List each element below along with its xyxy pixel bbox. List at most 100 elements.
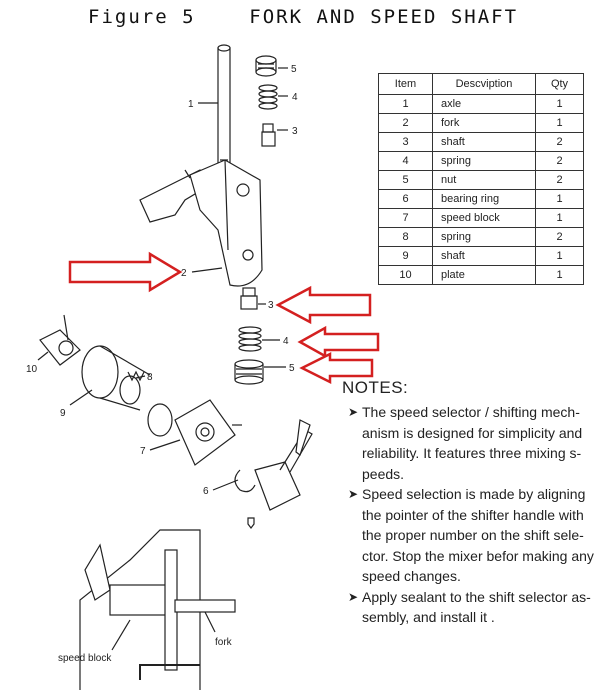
nut-part-top — [255, 55, 277, 77]
item-cell: 9 — [378, 246, 433, 266]
bearing-ring-part — [234, 469, 256, 493]
shaft-part-lower — [240, 287, 258, 310]
note-line: the pointer of the shifter handle with — [362, 506, 584, 523]
qty-cell: 2 — [535, 170, 584, 190]
callout-6: 6 — [203, 486, 209, 497]
note-line: The speed selector / shifting mech- — [362, 404, 580, 420]
item-cell: 6 — [378, 189, 433, 209]
qty-cell: 1 — [535, 189, 584, 209]
description-cell: nut — [432, 170, 536, 190]
callout-10: 10 — [26, 364, 38, 375]
note-line: peeds. — [362, 465, 405, 482]
axle-part — [217, 44, 231, 179]
label-speed-block: speed block — [58, 653, 112, 664]
header-item: Item — [378, 73, 433, 95]
arrow-bullet-icon: ➤ — [348, 405, 359, 419]
note-line: Speed selection is made by aligning — [362, 486, 586, 502]
shifter-handle-part — [254, 419, 313, 511]
qty-cell: 1 — [535, 208, 584, 228]
note-line: sembly, and install it . — [362, 609, 495, 625]
note-item: ➤Speed selection is made by aligning the … — [342, 484, 600, 587]
qty-cell: 1 — [535, 265, 584, 285]
shaft-part-left — [81, 345, 151, 411]
spring-part-lower — [238, 326, 262, 352]
description-cell: spring — [432, 227, 536, 247]
description-cell: bearing ring — [432, 189, 536, 209]
callout-4-lower: 4 — [283, 336, 289, 347]
callout-3-lower: 3 — [268, 300, 274, 311]
note-item: ➤Apply sealant to the shift selector as-… — [342, 587, 600, 628]
callout-3: 3 — [292, 126, 298, 137]
plate-part — [39, 314, 81, 366]
callout-5: 5 — [291, 64, 297, 75]
qty-cell: 1 — [535, 94, 584, 114]
notes-title: NOTES: — [342, 378, 409, 397]
note-line: reliability. It features three mixing s- — [362, 445, 582, 461]
shaft-part-top — [261, 123, 276, 147]
red-arrow-nut — [299, 351, 374, 385]
cross-section-inset — [79, 529, 236, 690]
item-cell: 10 — [378, 265, 433, 285]
fork-part — [139, 159, 263, 287]
callout-4: 4 — [292, 92, 298, 103]
nut-part-lower — [234, 359, 264, 385]
description-cell: plate — [432, 265, 536, 285]
note-line: ctor. Stop the mixer befor making any — [362, 547, 594, 564]
description-cell: axle — [432, 94, 536, 114]
callout-2: 2 — [181, 268, 187, 279]
callout-9: 9 — [60, 408, 66, 419]
qty-cell: 2 — [535, 227, 584, 247]
callout-7: 7 — [140, 446, 146, 457]
note-line: the proper number on the shift sele- — [362, 527, 584, 543]
red-arrow-spring — [297, 325, 380, 359]
description-cell: speed block — [432, 208, 536, 228]
qty-cell: 1 — [535, 246, 584, 266]
description-cell: fork — [432, 113, 536, 133]
note-line: anism is designed for simplicity and — [362, 424, 583, 441]
qty-cell: 1 — [535, 113, 584, 133]
small-screw — [247, 517, 255, 529]
description-cell: spring — [432, 151, 536, 171]
speed-block-part — [174, 399, 236, 466]
note-line: Apply sealant to the shift selector as- — [362, 588, 591, 605]
o-ring — [147, 403, 173, 437]
red-arrow-shaft — [275, 285, 372, 325]
item-cell: 8 — [378, 227, 433, 247]
item-cell: 1 — [378, 94, 433, 114]
arrow-bullet-icon: ➤ — [348, 589, 359, 604]
qty-cell: 2 — [535, 132, 584, 152]
description-cell: shaft — [432, 246, 536, 266]
description-cell: shaft — [432, 132, 536, 152]
figure-title: Figure 5 FORK AND SPEED SHAFT — [88, 6, 519, 28]
item-cell: 3 — [378, 132, 433, 152]
callout-8: 8 — [147, 372, 153, 383]
table-header-row: Item Descviption Qty — [378, 73, 584, 95]
item-cell: 4 — [378, 151, 433, 171]
spring-part-top — [258, 84, 278, 110]
red-arrow-fork — [68, 251, 183, 293]
note-item: ➤The speed selector / shifting mech-anis… — [342, 402, 600, 484]
header-qty: Qty — [535, 73, 584, 95]
arrow-bullet-icon: ➤ — [348, 487, 359, 501]
item-cell: 2 — [378, 113, 433, 133]
qty-cell: 2 — [535, 151, 584, 171]
notes-section: NOTES: ➤The speed selector / shifting me… — [342, 378, 600, 628]
note-line: speed changes. — [362, 568, 461, 584]
item-cell: 7 — [378, 208, 433, 228]
item-cell: 5 — [378, 170, 433, 190]
callout-1: 1 — [188, 99, 194, 110]
header-description: Descviption — [432, 73, 536, 95]
callout-5-lower: 5 — [289, 363, 295, 374]
